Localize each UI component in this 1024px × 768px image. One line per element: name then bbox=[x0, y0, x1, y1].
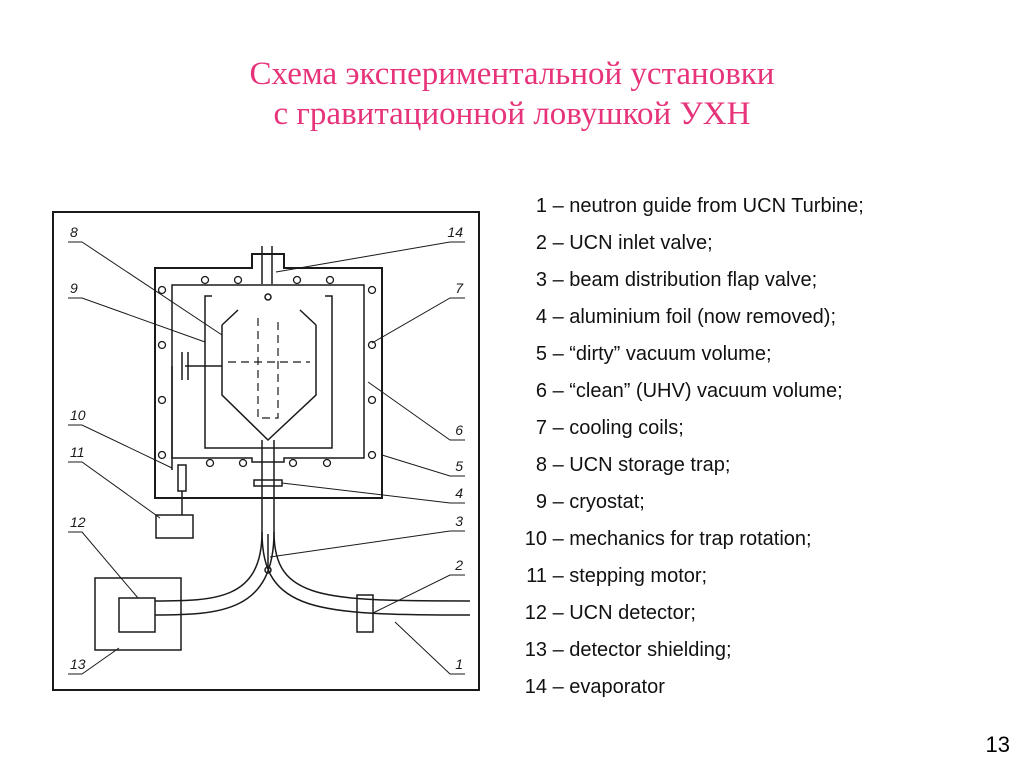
legend-item: 9 – cryostat; bbox=[535, 491, 645, 513]
legend-item: 8 – UCN storage trap; bbox=[535, 454, 731, 476]
callout-6: 6 bbox=[455, 422, 463, 438]
aluminium-foil bbox=[253, 479, 283, 487]
ucn-inlet-valve bbox=[356, 594, 374, 633]
rotation-mechanics bbox=[181, 352, 222, 380]
legend-item: 12 – UCN detector; bbox=[524, 602, 696, 624]
legend-item: 11 – stepping motor; bbox=[526, 565, 708, 587]
cooling-coils bbox=[157, 275, 377, 468]
legend-item: 4 – aluminium foil (now removed); bbox=[535, 306, 836, 328]
dirty-vacuum-volume bbox=[154, 253, 383, 499]
setup-schematic: 8 14 9 7 10 6 11 5 4 12 3 2 13 1 bbox=[52, 211, 480, 691]
legend-item: 13 – detector shielding; bbox=[524, 639, 732, 661]
cryostat bbox=[204, 295, 333, 449]
legend-item: 14 – evaporator bbox=[524, 676, 665, 698]
callout-2: 2 bbox=[454, 557, 463, 573]
page-number: 13 bbox=[985, 732, 1010, 757]
evaporator-nozzle bbox=[264, 293, 272, 301]
slide-title-line-1: Схема экспериментальной установки bbox=[249, 56, 775, 92]
detector-shielding bbox=[94, 577, 182, 651]
callout-4: 4 bbox=[455, 485, 463, 501]
legend-item: 3 – beam distribution flap valve; bbox=[535, 269, 818, 291]
callout-13: 13 bbox=[70, 656, 86, 672]
callout-5: 5 bbox=[455, 458, 463, 474]
callout-3: 3 bbox=[455, 513, 463, 529]
legend-item: 2 – UCN inlet valve; bbox=[535, 232, 713, 254]
neutron-guide-right bbox=[261, 531, 471, 616]
component-legend: 1 – neutron guide from UCN Turbine; 2 – … bbox=[515, 188, 864, 706]
callout-8: 8 bbox=[70, 224, 78, 240]
slide-title: Схема экспериментальной установки с грав… bbox=[0, 54, 1024, 134]
slide-title-line-2: с гравитационной ловушкой УХН bbox=[273, 96, 751, 132]
evaporator bbox=[261, 246, 273, 284]
callout-9: 9 bbox=[70, 280, 78, 296]
legend-item: 10 – mechanics for trap rotation; bbox=[524, 528, 812, 550]
legend-item: 5 – “dirty” vacuum volume; bbox=[535, 343, 772, 365]
callout-1: 1 bbox=[455, 656, 463, 672]
clean-vacuum-volume bbox=[171, 284, 365, 463]
legend-item: 1 – neutron guide from UCN Turbine; bbox=[535, 195, 864, 217]
legend-item: 7 – cooling coils; bbox=[535, 417, 684, 439]
callout-11: 11 bbox=[70, 444, 85, 460]
neutron-guide-left bbox=[154, 531, 275, 616]
flap-valve-pivot bbox=[264, 566, 272, 574]
stepping-motor bbox=[155, 514, 194, 539]
schematic-frame bbox=[52, 211, 480, 691]
ucn-detector bbox=[118, 597, 156, 633]
stepping-motor-coupling bbox=[177, 464, 187, 492]
callout-10: 10 bbox=[70, 407, 86, 423]
leader-lines bbox=[68, 241, 465, 675]
ucn-storage-trap bbox=[221, 309, 317, 442]
trap-inner-marks bbox=[228, 318, 310, 419]
callout-12: 12 bbox=[70, 514, 86, 530]
callout-7: 7 bbox=[455, 280, 464, 296]
callout-14: 14 bbox=[447, 224, 463, 240]
legend-item: 6 – “clean” (UHV) vacuum volume; bbox=[535, 380, 843, 402]
